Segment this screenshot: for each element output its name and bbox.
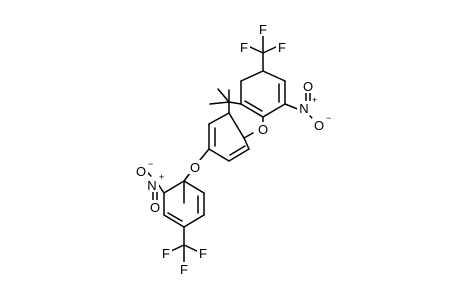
atom-o-ether-top: O [258, 122, 268, 137]
atom-labels: F F F N + O O − O O N + O − O F F F [134, 22, 331, 277]
atom-f-top-2: F [240, 40, 248, 55]
atom-f-bottom-3: F [199, 246, 207, 261]
atom-n-left: N [147, 178, 156, 193]
charge-n-right: + [312, 95, 317, 105]
charge-n-left: + [159, 172, 164, 182]
atom-f-top-3: F [278, 40, 286, 55]
atom-o-ether-left: O [190, 160, 200, 175]
atom-o-n-right-bottom: O [314, 118, 324, 133]
charge-o-n-left: − [148, 159, 153, 169]
atom-n-right: N [299, 101, 308, 116]
atom-o-n-left-bottom: O [150, 200, 160, 215]
atom-f-bottom-1: F [180, 262, 188, 277]
atom-f-top-1: F [259, 22, 267, 37]
atom-o-n-right: O [303, 79, 313, 94]
atom-f-bottom-2: F [162, 246, 170, 261]
atom-o-n-left-top: O [136, 164, 146, 179]
charge-o-n-right: − [326, 113, 331, 123]
bond-lines [144, 34, 318, 264]
